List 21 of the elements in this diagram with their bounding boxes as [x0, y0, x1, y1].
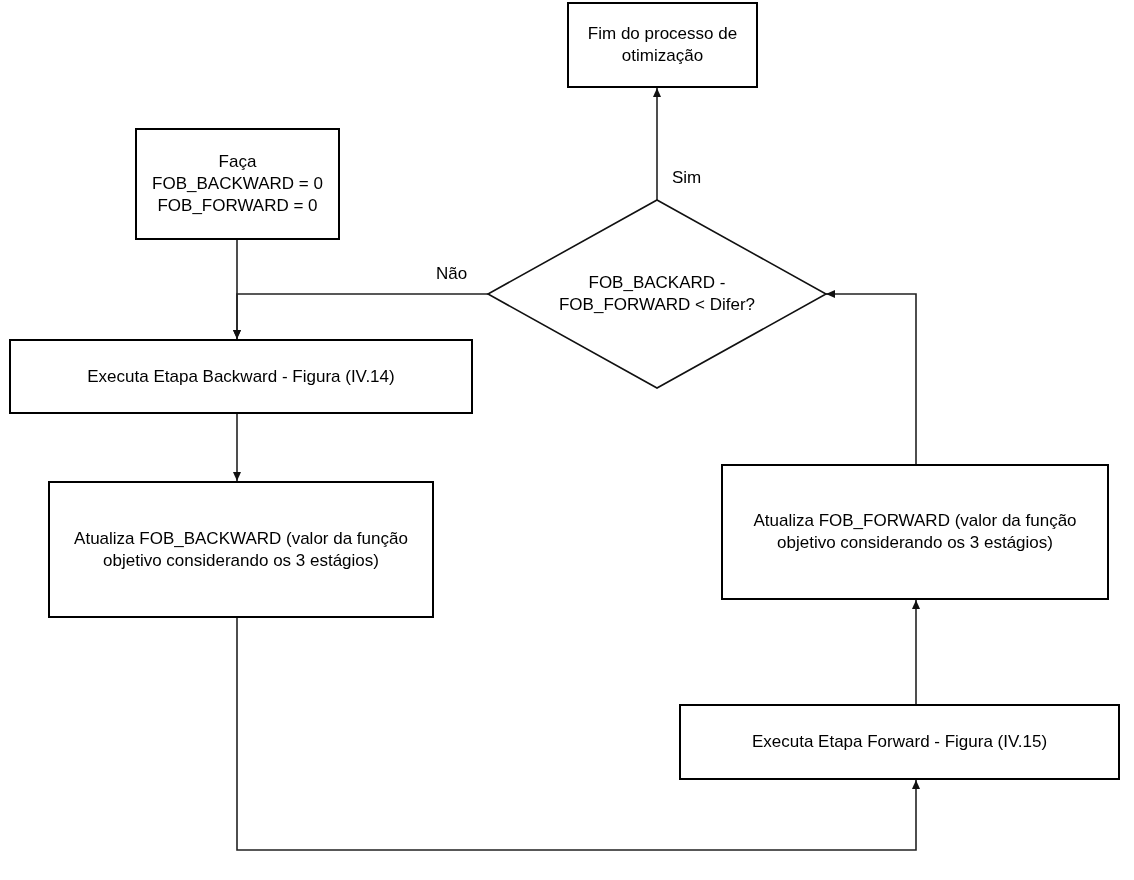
arrow — [233, 413, 241, 482]
process-box — [721, 464, 1109, 600]
process-box — [679, 704, 1120, 780]
arrow — [233, 239, 241, 340]
arrow — [653, 87, 661, 201]
box-text: FOB_BACKWARD = 0 — [152, 173, 323, 195]
box-text: Executa Etapa Forward - Figura (IV.15) — [751, 731, 1048, 753]
process-box — [135, 128, 340, 240]
box-text: Faça — [218, 151, 257, 173]
process-box — [9, 339, 473, 414]
arrow — [236, 617, 920, 851]
process-box — [567, 2, 758, 88]
decision-text: FOB_BACKARD - FOB_FORWARD < Difer? — [558, 272, 756, 316]
box-text: Executa Etapa Backward - Figura (IV.14) — [87, 365, 395, 388]
box-text: Fim do processo de otimização — [586, 23, 739, 67]
box-text: Atualiza FOB_FORWARD (valor da função objetivo considerando os 3 estágios) — [752, 510, 1078, 554]
box-text: FOB_FORWARD = 0 — [157, 195, 318, 217]
process-box — [48, 481, 434, 618]
arrow — [825, 290, 917, 465]
box-text: Atualiza FOB_BACKWARD (valor da função objetivo considerando os 3 estágios) — [73, 527, 409, 572]
arrow — [912, 599, 920, 705]
